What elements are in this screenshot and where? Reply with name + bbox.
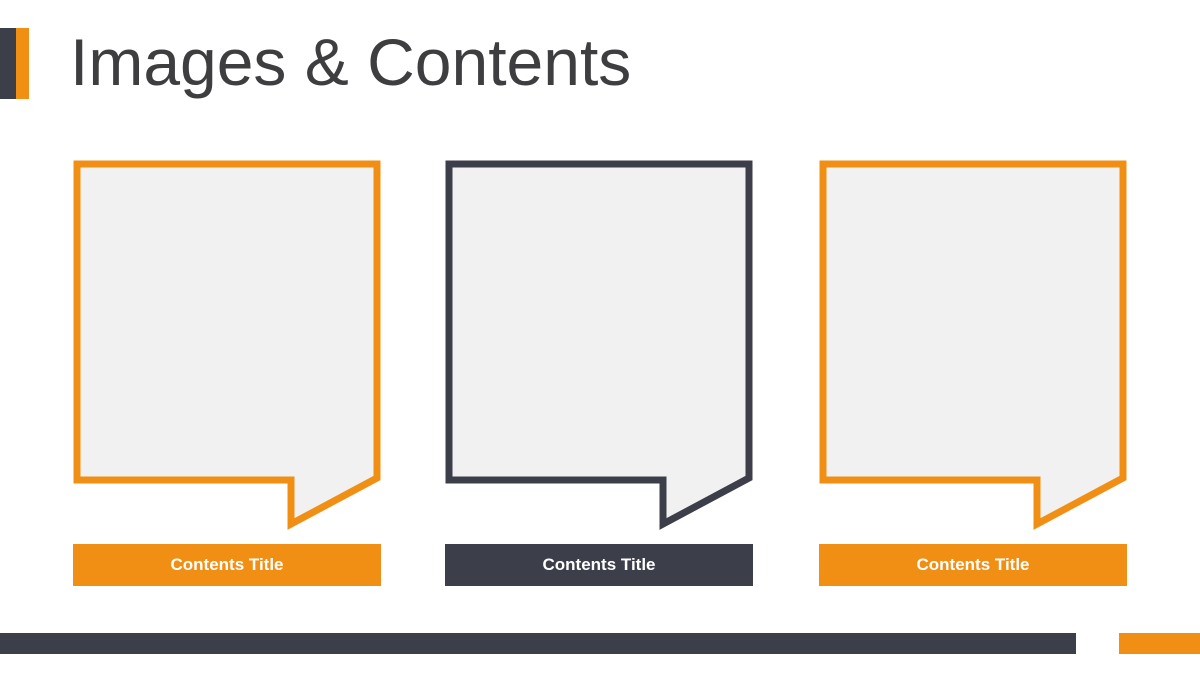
image-placeholder-card-1[interactable] <box>73 160 383 532</box>
title-accent-dark <box>0 28 16 99</box>
card-3-caption: Contents Title <box>819 544 1127 586</box>
speech-bubble-icon <box>819 160 1127 530</box>
speech-bubble-icon <box>73 160 381 530</box>
footer-bar-orange <box>1119 633 1200 654</box>
footer-bar-dark <box>0 633 1076 654</box>
slide-title: Images & Contents <box>70 25 632 99</box>
card-1-caption: Contents Title <box>73 544 381 586</box>
speech-bubble-icon <box>445 160 753 530</box>
card-2-caption-text: Contents Title <box>542 555 656 574</box>
title-accent-orange <box>16 28 29 99</box>
image-placeholder-card-2[interactable] <box>445 160 755 532</box>
card-1-caption-text: Contents Title <box>170 555 284 574</box>
image-placeholder-card-3[interactable] <box>819 160 1129 532</box>
card-2-caption: Contents Title <box>445 544 753 586</box>
card-3-caption-text: Contents Title <box>916 555 1030 574</box>
